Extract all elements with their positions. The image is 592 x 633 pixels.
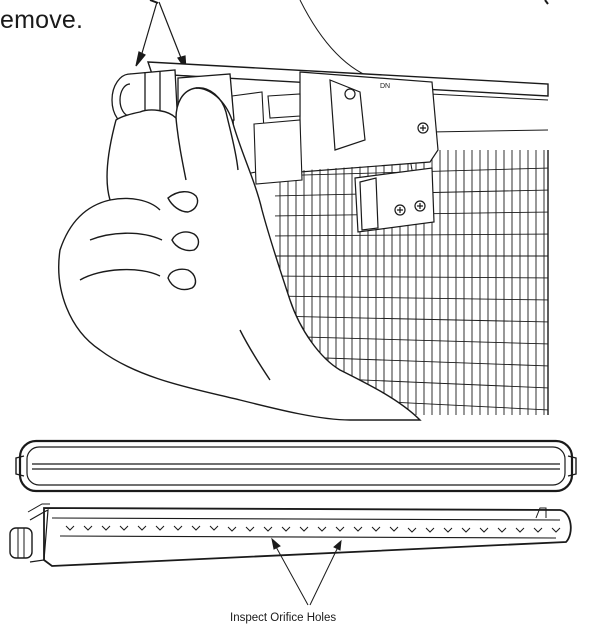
- distributor-top-view: [15, 439, 577, 493]
- orifice-holes: [65, 525, 561, 533]
- callout-arrows: [271, 537, 342, 606]
- pointer-arrows: [135, 1, 187, 73]
- instruction-text: emove.: [0, 6, 84, 34]
- inspect-orifice-holes-label: Inspect Orifice Holes: [230, 612, 337, 624]
- retaining-clip: [354, 167, 435, 233]
- top-text-remnant: [149, 0, 549, 5]
- distributor-side-view: [9, 503, 572, 567]
- technician-hand: [58, 87, 422, 421]
- mounting-bracket: DN: [299, 71, 439, 173]
- svg-text:DN: DN: [380, 83, 390, 90]
